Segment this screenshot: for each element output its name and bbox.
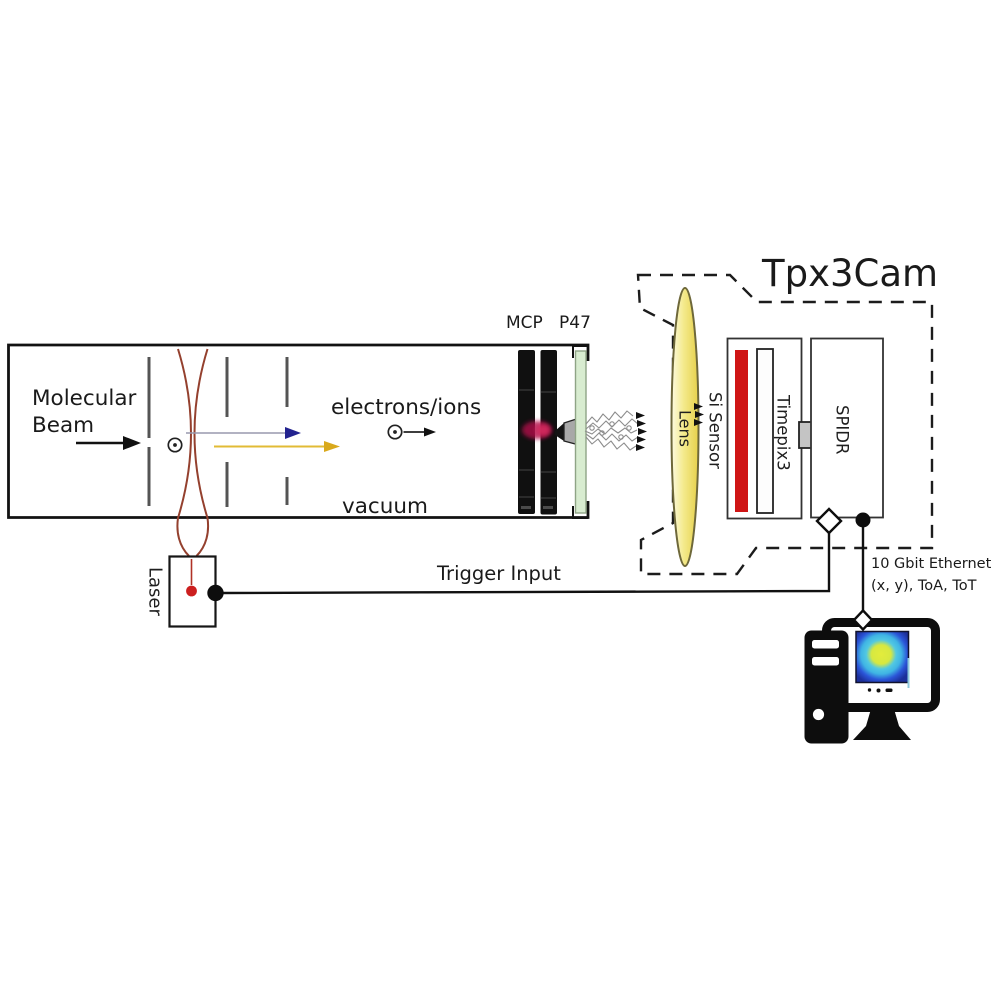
mcp-label: MCP (506, 313, 543, 333)
ion-optics-electrodes (147, 357, 289, 507)
electron-cone-apex (555, 423, 564, 441)
ethernet-label-line2: (x, y), ToA, ToT (871, 578, 977, 594)
photon-arrowheads (636, 412, 647, 451)
lens-label: Lens (675, 409, 695, 447)
timepix3-asic (756, 348, 774, 514)
spidr-label: SPIDR (832, 405, 852, 455)
ethernet-label-line1: 10 Gbit Ethernet (871, 556, 992, 572)
monitor-buttons (867, 688, 893, 693)
laser-beam-path (176, 348, 210, 557)
mcp-glow-core (536, 424, 550, 436)
board-connector (798, 421, 813, 449)
ethernet-port-dot (855, 512, 871, 528)
tower-drive-slot-2 (812, 657, 839, 666)
interaction-point-icon (167, 437, 183, 453)
phosphor-mount-brackets (572, 345, 588, 519)
photon-spray (584, 410, 639, 451)
electron-arrowhead (285, 427, 301, 439)
ion-arrowhead (324, 441, 340, 452)
focused-light-arrowheads (694, 403, 704, 426)
monitor-input-diamond (852, 608, 874, 632)
tower-drive-slot-1 (812, 640, 839, 649)
trigger-line (221, 532, 831, 595)
tpx3cam-dashed-boundary (636, 273, 934, 576)
phosphor-screen (574, 350, 587, 514)
camera-lens (670, 287, 700, 567)
timepix3-label: Timepix3 (773, 395, 793, 471)
si-sensor-label: Si Sensor (705, 391, 725, 469)
vacuum-label: vacuum (342, 494, 428, 519)
tpx3cam-title: Tpx3Cam (762, 252, 939, 295)
monitor-stand (853, 709, 911, 740)
tower-power-button (812, 708, 825, 721)
vacuum-chamber-outline (7, 343, 590, 519)
laser-trigger-dot (207, 584, 224, 602)
molecular-beam-label: Molecular Beam (32, 386, 137, 438)
molecular-beam-arrowhead (123, 436, 141, 450)
electrons-ions-label: electrons/ions (331, 395, 482, 420)
particle-symbol-icon (387, 424, 436, 440)
trigger-input-label: Trigger Input (437, 562, 561, 585)
trigger-port-diamond (815, 507, 843, 535)
p47-label: P47 (559, 313, 591, 333)
si-sensor-chip (735, 350, 748, 512)
laser-emitter-dot (186, 585, 197, 597)
laser-label: Laser (144, 566, 166, 616)
spidr-box (810, 337, 884, 519)
computer-icon (804, 608, 940, 744)
vmi-image-on-screen (855, 630, 910, 684)
